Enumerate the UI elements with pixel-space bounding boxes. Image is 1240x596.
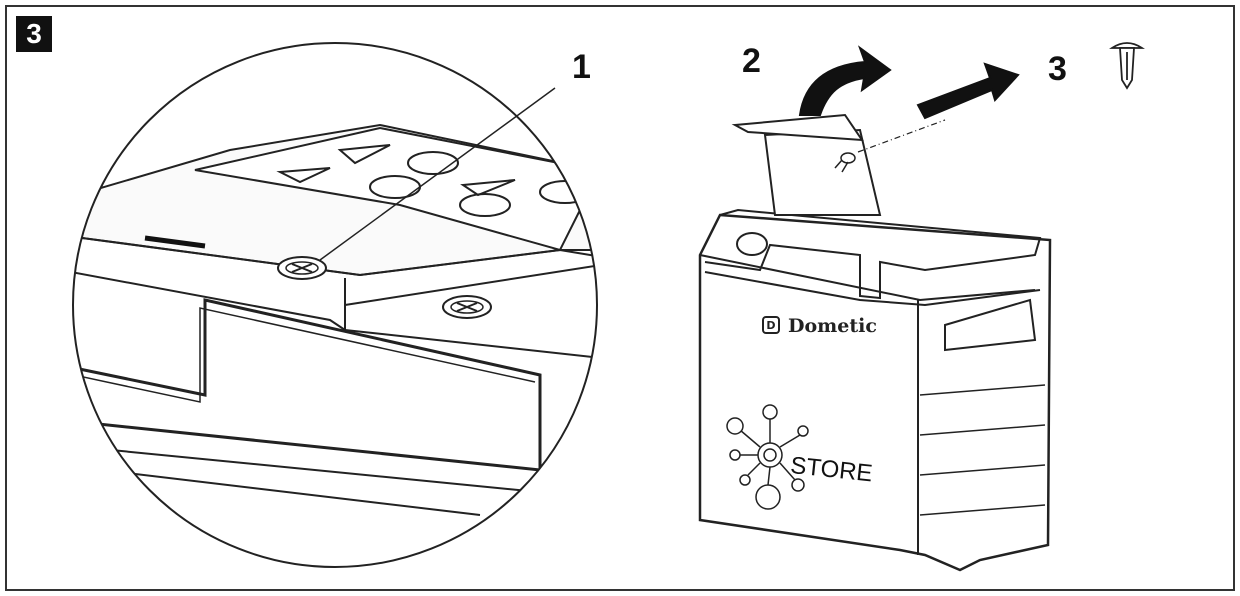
device-illustration <box>698 42 1145 572</box>
housing-side-panel <box>73 269 597 361</box>
device-flap <box>763 128 882 216</box>
triangle-symbol <box>276 167 331 184</box>
device-body <box>698 213 1052 572</box>
housing-side-panel-right <box>344 261 597 306</box>
screw-2 <box>442 295 492 319</box>
figure-border <box>5 5 1235 591</box>
device-knob <box>736 232 768 256</box>
device-top-rim <box>704 271 1041 307</box>
housing-front-edge <box>73 234 597 277</box>
figure-number: 3 <box>16 16 52 52</box>
store-logo-icon <box>726 404 809 510</box>
cover-plate <box>73 298 542 472</box>
lift-flap-arrow <box>798 45 892 116</box>
remove-clip-arrow <box>916 62 1020 120</box>
clip-in-flap <box>834 152 856 173</box>
screw-1 <box>277 256 327 280</box>
push-clip-icon <box>1109 42 1145 90</box>
device-handle <box>944 298 1037 352</box>
device-ribs <box>919 384 1046 516</box>
device-flap-lip <box>731 113 864 142</box>
magnifier-circle <box>72 42 598 568</box>
callout-2: 2 <box>742 42 761 80</box>
brand-name: Dometic <box>788 315 877 337</box>
cover-plate-edge <box>73 307 536 403</box>
leader-line-1 <box>319 87 556 261</box>
dash-dot-line <box>857 119 946 153</box>
device-front-top-edge <box>699 254 1036 302</box>
magnified-detail <box>73 123 597 516</box>
brand-logo-icon: D <box>762 316 780 334</box>
triangle-symbol <box>337 144 391 165</box>
circle-symbol <box>459 193 511 217</box>
circle-symbol <box>407 151 459 175</box>
device-top-face <box>704 208 1042 300</box>
callout-1: 1 <box>572 48 591 86</box>
callout-3: 3 <box>1048 50 1067 88</box>
triangle-symbol <box>460 179 516 197</box>
slot-mark <box>144 235 206 249</box>
